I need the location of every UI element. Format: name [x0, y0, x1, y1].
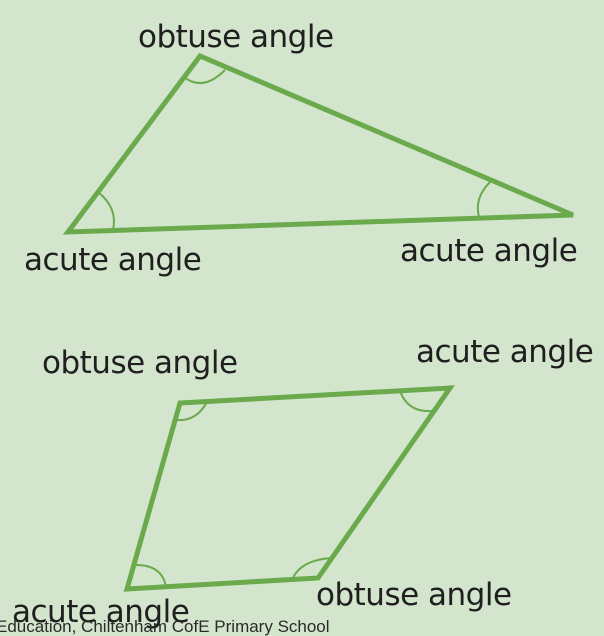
- quad-bottom-right-angle-arc: [291, 557, 333, 581]
- triangle-left-angle-arc: [97, 191, 115, 231]
- quad-top-left-angle-label: obtuse angle: [42, 345, 238, 381]
- attribution-footer: Education, Chiltenham CofE Primary Schoo…: [0, 617, 330, 636]
- quad-top-right-angle-label: acute angle: [416, 334, 594, 370]
- quad-top-left-angle-arc: [175, 401, 208, 422]
- triangle-shape: [62, 52, 574, 235]
- quadrilateral-shape: [123, 385, 455, 592]
- triangle-top-angle-label: obtuse angle: [138, 19, 334, 55]
- quad-bottom-left-angle-arc: [133, 563, 167, 588]
- quad-bottom-right-angle-label: obtuse angle: [316, 577, 512, 613]
- triangle-right-angle-label: acute angle: [400, 233, 578, 269]
- triangle-left-angle-label: acute angle: [24, 242, 202, 278]
- triangle-right-angle-arc: [476, 181, 491, 218]
- quad-top-right-angle-arc: [399, 390, 434, 413]
- quad-bottom-left-angle-label: acute angle: [12, 594, 190, 630]
- triangle-top-angle-arc: [183, 69, 226, 85]
